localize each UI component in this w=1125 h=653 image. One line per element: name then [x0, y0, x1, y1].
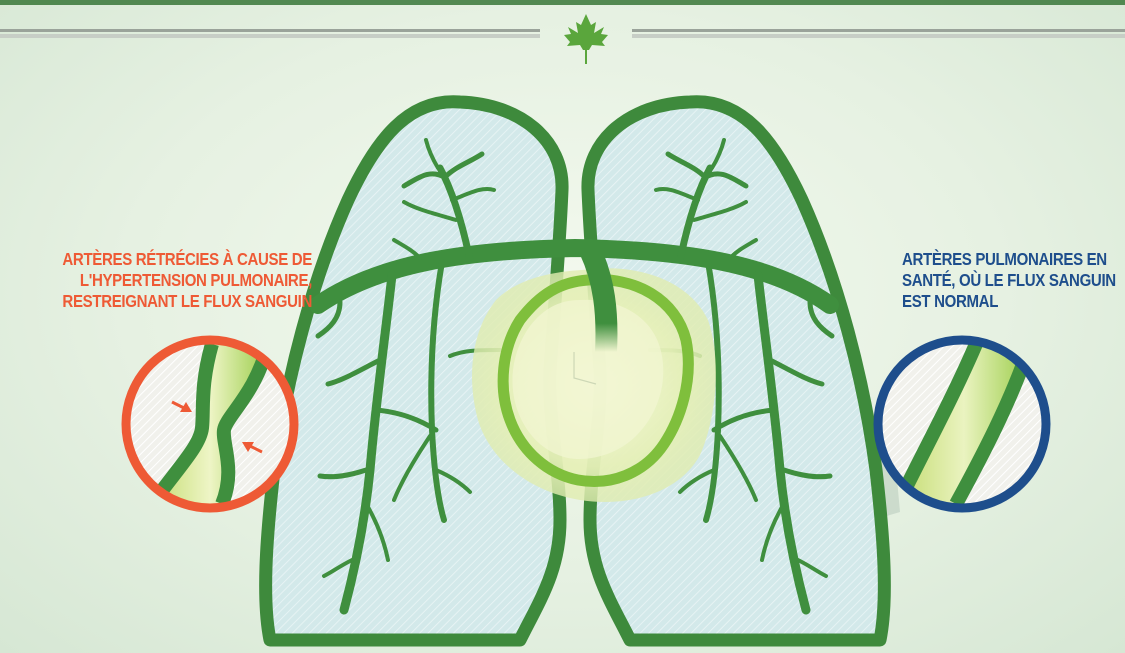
- healthy-artery-inset: [878, 340, 1046, 508]
- maple-leaf-icon: [564, 14, 608, 64]
- healthy-label-line-2: SANTÉ, OÙ LE FLUX SANGUIN: [902, 270, 1125, 291]
- healthy-arteries-label: ARTÈRES PULMONAIRES EN SANTÉ, OÙ LE FLUX…: [902, 249, 1125, 312]
- narrowed-arteries-label: ARTÈRES RÉTRÉCIES À CAUSE DE L'HYPERTENS…: [44, 249, 312, 312]
- healthy-label-line-1: ARTÈRES PULMONAIRES EN: [902, 249, 1125, 270]
- top-divider: [0, 0, 1125, 38]
- narrowed-label-line-2: L'HYPERTENSION PULMONAIRE,: [44, 270, 312, 291]
- narrowed-label-line-3: RESTREIGNANT LE FLUX SANGUIN: [44, 291, 312, 312]
- healthy-label-line-3: EST NORMAL: [902, 291, 1125, 312]
- narrowed-label-line-1: ARTÈRES RÉTRÉCIES À CAUSE DE: [44, 249, 312, 270]
- narrowed-artery-inset: [126, 340, 294, 508]
